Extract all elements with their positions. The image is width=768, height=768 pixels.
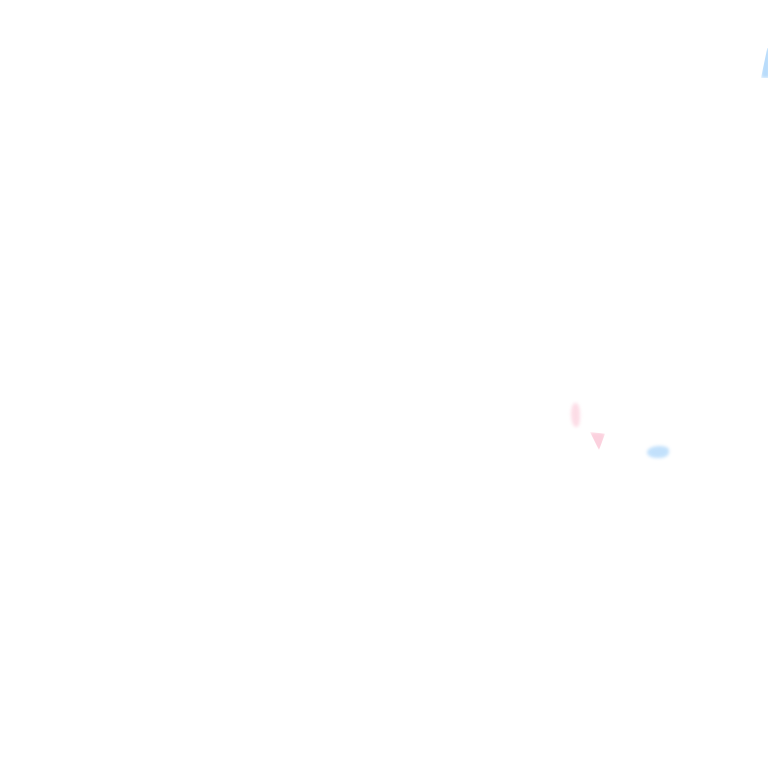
blue-blob (761, 48, 768, 78)
pink-blob (590, 432, 605, 450)
blue-blob (647, 446, 669, 458)
pink-blob (571, 403, 580, 427)
